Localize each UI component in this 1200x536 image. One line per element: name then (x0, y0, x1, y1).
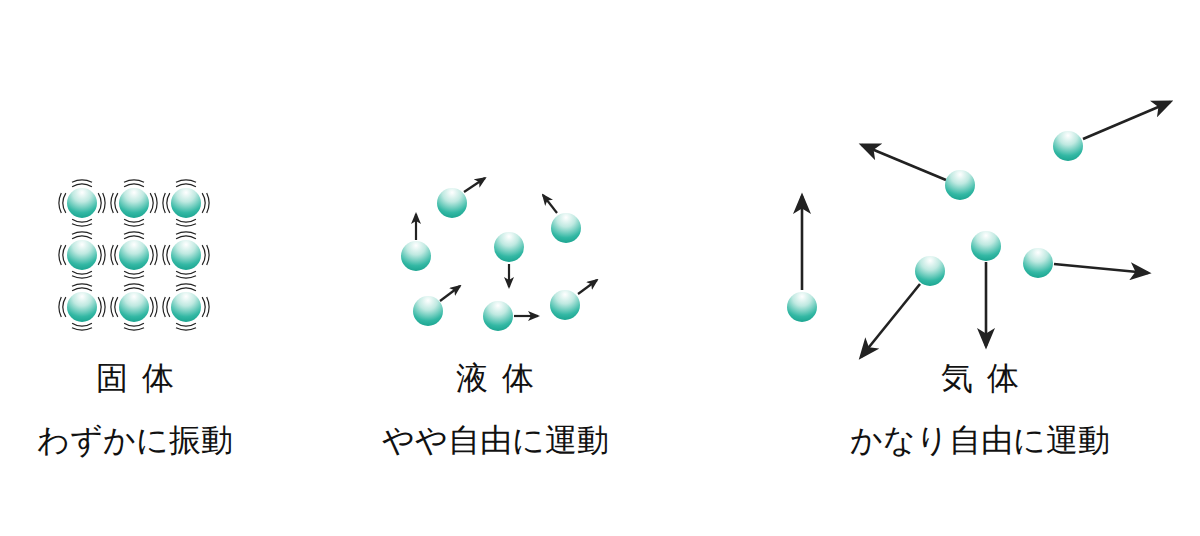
state-description: かなり自由に運動 (850, 421, 1110, 459)
vibration-arc (111, 245, 113, 265)
vibration-arc (176, 219, 196, 222)
vibration-arc (176, 284, 196, 286)
state-description: やや自由に運動 (382, 421, 609, 459)
vibration-arc (63, 297, 66, 317)
vibration-arc (176, 236, 196, 239)
vibration-arc (124, 180, 144, 182)
vibration-arc (98, 297, 101, 317)
vibration-arc (207, 297, 209, 317)
vibration-arc (124, 224, 144, 226)
vibration-arc (124, 276, 144, 278)
vibration-arc (207, 193, 209, 213)
vibration-arc (72, 284, 92, 286)
vibration-arc (72, 328, 92, 330)
vibration-arc (207, 245, 209, 265)
vibration-arc (155, 245, 157, 265)
vibration-arc (176, 328, 196, 330)
vibration-arc (72, 323, 92, 326)
vibration-arc (115, 297, 118, 317)
vibration-arc (124, 288, 144, 291)
vibration-arc (103, 193, 105, 213)
vibration-arc (72, 236, 92, 239)
vibration-arc (124, 236, 144, 239)
vibration-arc (163, 297, 165, 317)
particles (67, 131, 1083, 331)
vibration-arc (72, 276, 92, 278)
vibration-arc (124, 232, 144, 234)
vibration-arc (150, 193, 153, 213)
state-heading: 固体 (81, 359, 188, 397)
vibration-arc (167, 245, 170, 265)
vibration-arc (167, 193, 170, 213)
vibration-arc (115, 245, 118, 265)
vibration-arc (59, 193, 61, 213)
vibration-arc (72, 180, 92, 182)
vibration-arc (111, 297, 113, 317)
vibration-arc (72, 219, 92, 222)
vibration-arc (63, 193, 66, 213)
vibration-arc (163, 245, 165, 265)
vibration-arc (155, 193, 157, 213)
vibration-arc (111, 193, 113, 213)
vibration-arc (124, 219, 144, 222)
vibration-arc (124, 328, 144, 330)
state-heading: 気体 (926, 359, 1033, 397)
vibration-arc (176, 323, 196, 326)
vibration-arc (176, 184, 196, 187)
vibration-arc (98, 245, 101, 265)
state-description: わずかに振動 (37, 421, 233, 459)
vibration-arc (103, 245, 105, 265)
vibration-arc (155, 297, 157, 317)
vibration-arc (163, 193, 165, 213)
vibration-arc (176, 288, 196, 291)
vibration-arc (176, 232, 196, 234)
vibration-arc (72, 271, 92, 274)
vibration-arc (176, 224, 196, 226)
vibration-arc (202, 193, 205, 213)
vibration-arc (124, 184, 144, 187)
vibration-arc (176, 276, 196, 278)
vibration-arc (124, 323, 144, 326)
vibration-arc (176, 180, 196, 182)
vibration-arc (72, 232, 92, 234)
vibration-arc (103, 297, 105, 317)
vibration-arc (150, 297, 153, 317)
vibration-arc (115, 193, 118, 213)
vibration-arc (124, 284, 144, 286)
vibration-marks (59, 180, 209, 330)
vibration-arc (124, 271, 144, 274)
vibration-arc (98, 193, 101, 213)
vibration-arc (202, 297, 205, 317)
state-heading: 液体 (441, 359, 548, 397)
gas-arrows (802, 102, 1170, 357)
vibration-arc (59, 245, 61, 265)
vibration-arc (150, 245, 153, 265)
vibration-arc (63, 245, 66, 265)
vibration-arc (72, 224, 92, 226)
vibration-arc (59, 297, 61, 317)
vibration-arc (72, 288, 92, 291)
vibration-arc (72, 184, 92, 187)
vibration-arc (176, 271, 196, 274)
vibration-arc (167, 297, 170, 317)
vibration-arc (202, 245, 205, 265)
